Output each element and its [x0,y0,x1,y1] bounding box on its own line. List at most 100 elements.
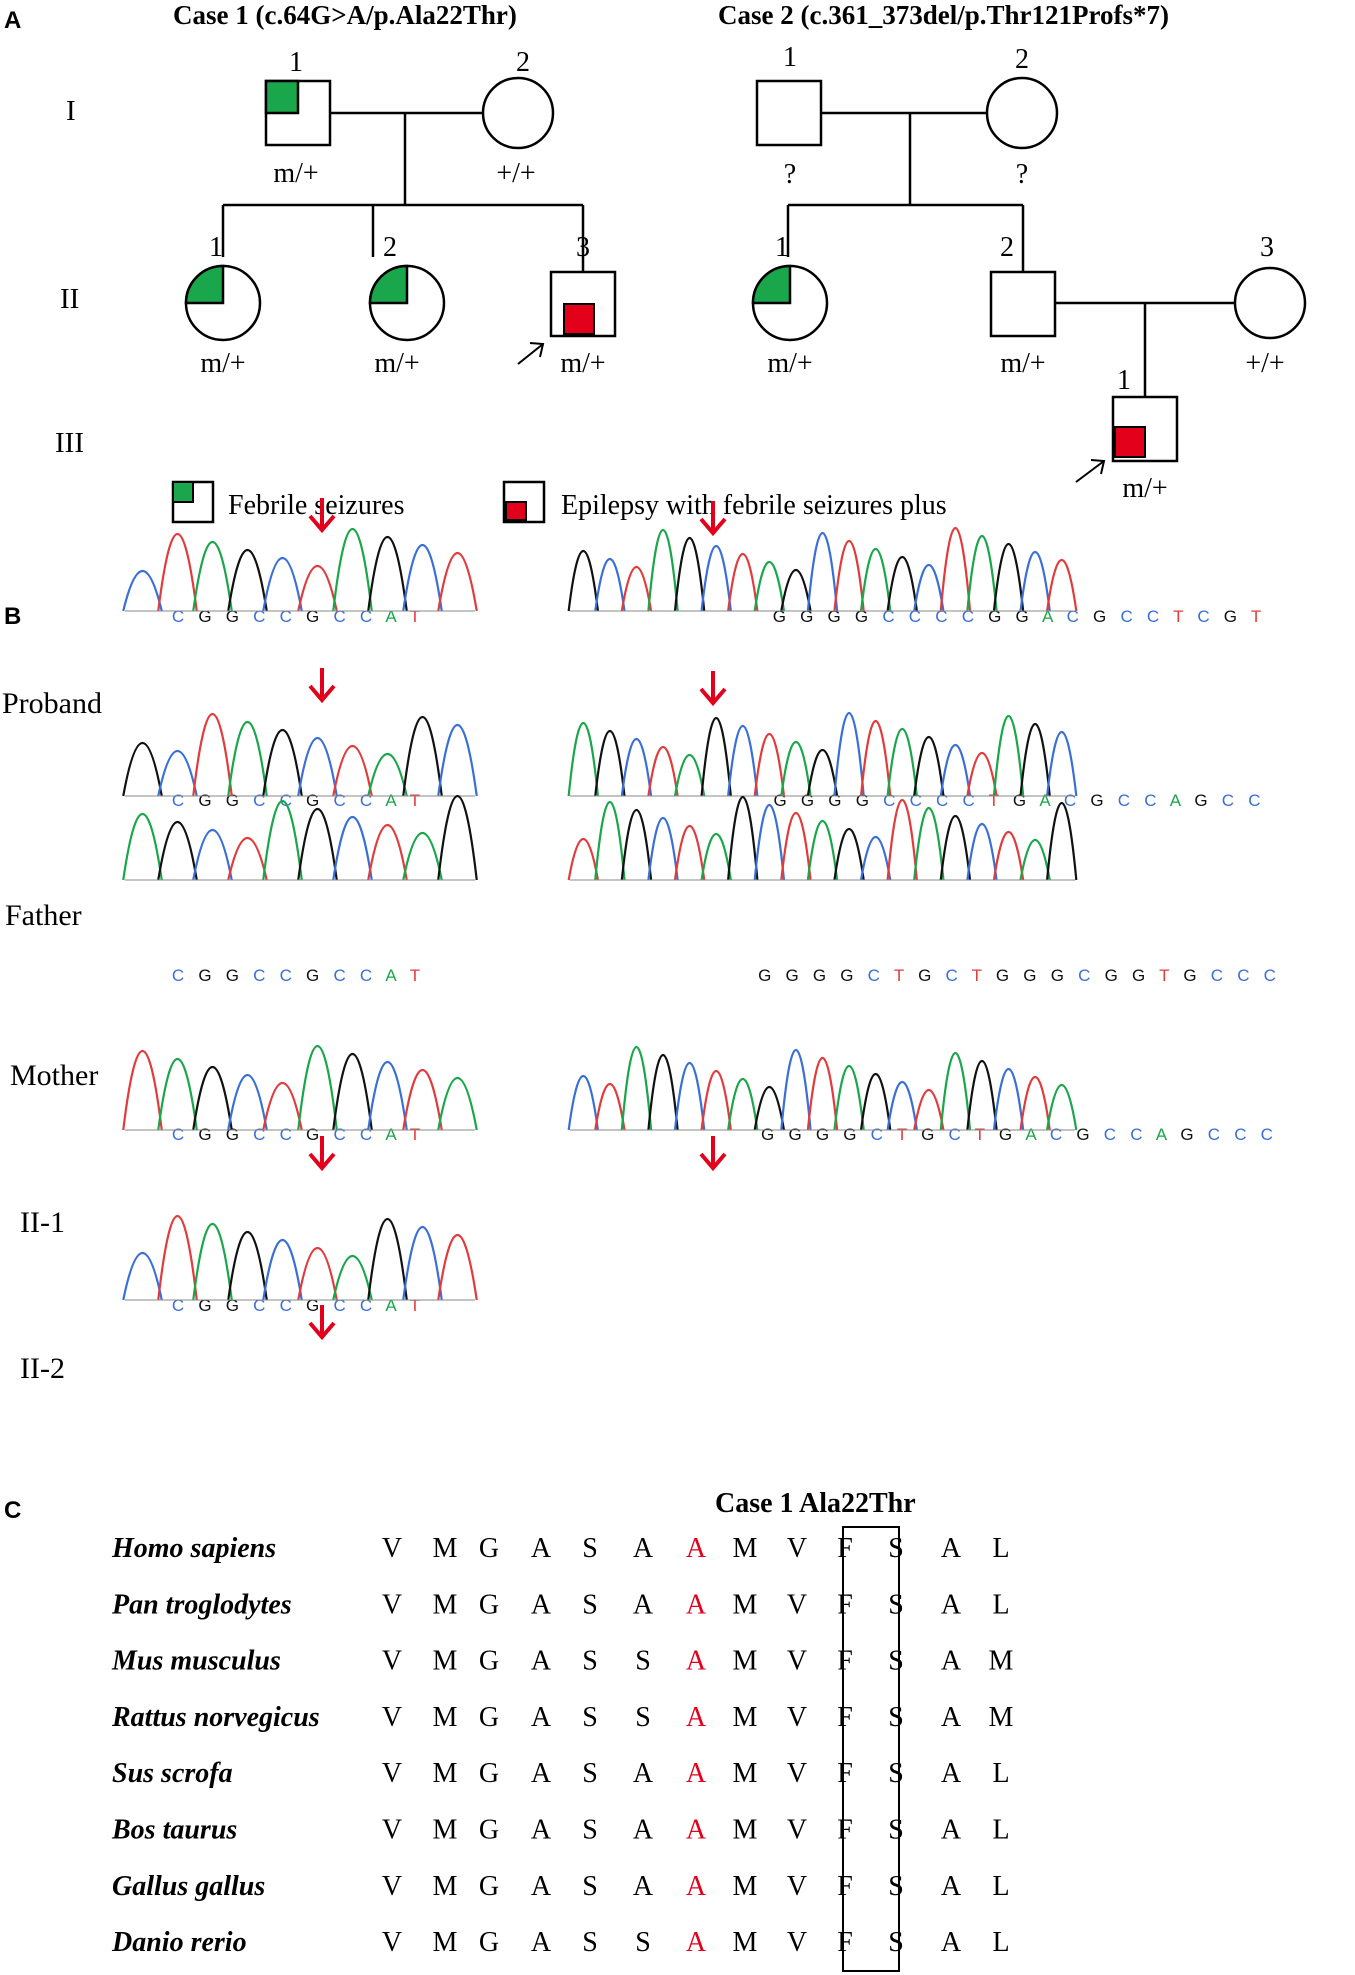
case1-father-seq-label: C G G C C G C C A T [172,791,420,810]
residue: M [433,1646,458,1677]
panel-b-label: B [4,603,21,630]
case1-II1-female [184,264,262,342]
residue: A [686,1589,707,1620]
residue: A [531,1758,552,1789]
residue: S [888,1533,904,1564]
case2-title: Case 2 (c.361_373del/p.Thr121Profs*7) [718,0,1169,30]
residue: A [686,1646,707,1677]
residue: S [582,1646,598,1677]
species-name: Sus scrofa [112,1758,233,1789]
case1-I2-genotype: +/+ [496,158,535,189]
species-name: Danio rerio [111,1927,247,1958]
residue: A [941,1927,962,1958]
case2-II2-male [989,270,1057,338]
residue: F [837,1758,853,1789]
residue: M [733,1533,758,1564]
case2-father-seq-label: G G G G C C C C T G A C G C C A G C C [774,791,1261,810]
species-name: Homo sapiens [111,1533,276,1564]
residue: M [989,1702,1014,1733]
residue: A [941,1871,962,1902]
case1-II1-genotype: m/+ [200,348,245,379]
case1-mother-seq-label: C G G C C G C C A T [172,966,420,985]
residue: A [633,1815,654,1846]
case1-I1-number: 1 [289,47,303,78]
panel-a-label: A [4,7,21,34]
residue: A [633,1758,654,1789]
case1-pedigree-lines [221,111,585,272]
residue: A [531,1927,552,1958]
case1-II1-number: 1 [209,232,223,263]
residue: V [382,1589,402,1620]
residue: V [382,1927,402,1958]
case1-II3-number: 3 [576,232,590,263]
residue: F [837,1815,853,1846]
residue: A [686,1758,707,1789]
residue: G [479,1758,499,1789]
residue: G [479,1815,499,1846]
residue: A [686,1702,707,1733]
residue: M [733,1702,758,1733]
mutation-arrows [308,498,727,1341]
residue: S [582,1589,598,1620]
case2-pedigree-lines [786,111,1235,397]
residue: G [479,1702,499,1733]
residue: V [382,1758,402,1789]
residue: L [992,1533,1009,1564]
row-label-father: Father [5,899,82,932]
case2-II3-number: 3 [1260,232,1274,263]
residue: V [382,1871,402,1902]
legend-febrile-symbol [171,480,215,524]
residue: S [582,1871,598,1902]
residue: S [888,1646,904,1677]
residue: A [531,1815,552,1846]
residue: L [992,1815,1009,1846]
residue: A [633,1589,654,1620]
residue: M [733,1815,758,1846]
case2-II1-genotype: m/+ [767,348,812,379]
residue: M [733,1646,758,1677]
species-name: Pan troglodytes [111,1589,292,1620]
residue: L [992,1927,1009,1958]
residue: A [686,1815,707,1846]
residue: M [433,1758,458,1789]
row-label-ii1: II-1 [20,1206,65,1239]
residue: M [433,1589,458,1620]
residue: G [479,1927,499,1958]
residue: V [787,1646,807,1677]
residue: F [837,1927,853,1958]
row-label-proband: Proband [2,687,102,720]
residue: M [433,1927,458,1958]
residue: S [888,1927,904,1958]
residue: F [837,1533,853,1564]
residue: S [888,1589,904,1620]
residue: A [941,1702,962,1733]
residue: V [787,1758,807,1789]
residue: F [837,1702,853,1733]
legend-febrile-label: Febrile seizures [228,490,405,521]
residue: M [433,1815,458,1846]
residue: F [837,1589,853,1620]
residue: V [382,1646,402,1677]
residue: L [992,1871,1009,1902]
chromatogram-traces [122,526,1078,1301]
case2-I1-male [755,79,823,147]
residue: G [479,1589,499,1620]
residue: V [787,1871,807,1902]
residue: L [992,1758,1009,1789]
case1-I2-number: 2 [516,47,530,78]
residue: F [837,1646,853,1677]
residue: G [479,1871,499,1902]
residue: S [635,1927,651,1958]
species-name: Gallus gallus [112,1871,265,1902]
panel-c-label: C [4,1497,21,1524]
residue: S [635,1646,651,1677]
residue: A [941,1815,962,1846]
generation-i-label: I [66,95,76,127]
case2-I1-genotype: ? [784,159,796,190]
residue: M [733,1758,758,1789]
case1-II3-male-proband [549,270,617,338]
case2-I2-genotype: ? [1016,159,1028,190]
case1-title: Case 1 (c.64G>A/p.Ala22Thr) [173,0,517,30]
